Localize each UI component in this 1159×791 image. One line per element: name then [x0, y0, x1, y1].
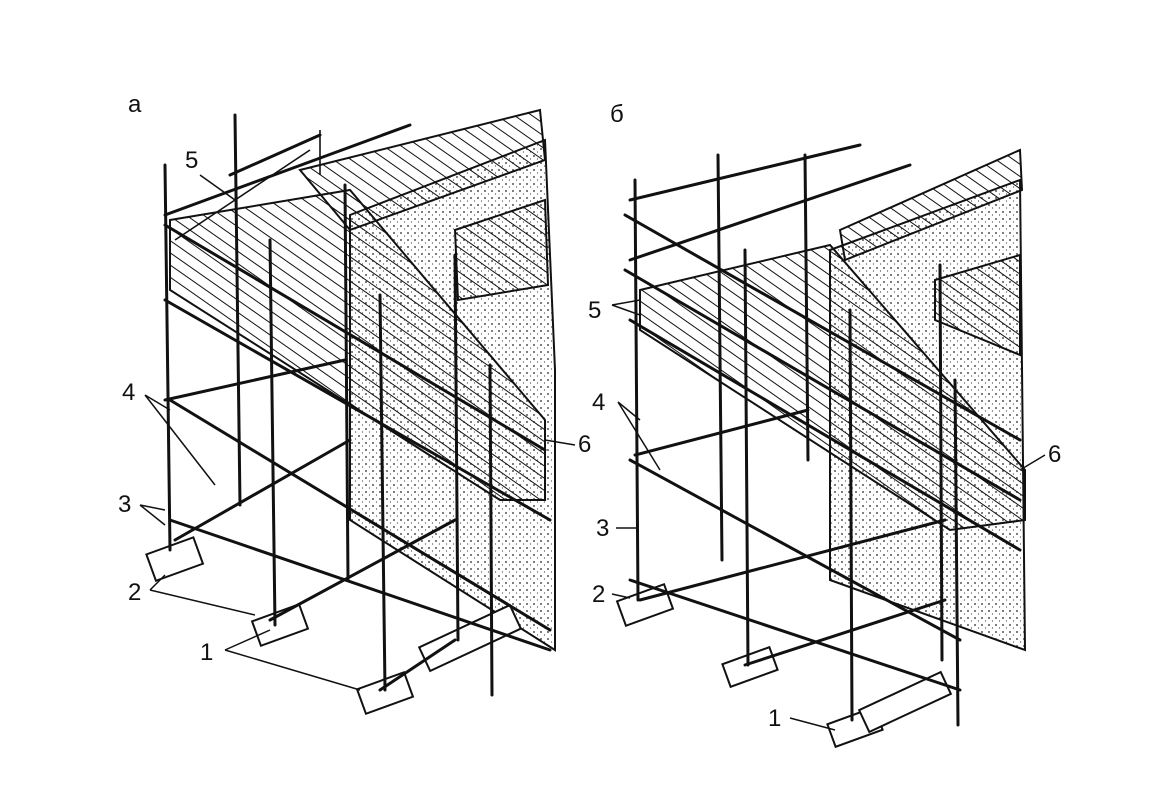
label-a-6: 6	[578, 431, 591, 458]
label-b-6: 6	[1048, 441, 1061, 468]
label-b-2: 2	[592, 581, 605, 608]
panel-a: а 5 4 3 2 1 6	[118, 91, 591, 716]
panel-title-b: б	[610, 101, 624, 128]
base-board-b4	[857, 670, 953, 734]
label-b-5: 5	[588, 297, 601, 324]
label-a-2: 2	[128, 579, 141, 606]
label-b-1: 1	[768, 705, 781, 732]
label-b-4: 4	[592, 389, 605, 416]
panel-title-a: а	[128, 91, 142, 118]
base-board-a1	[145, 536, 205, 583]
base-board-a4	[417, 603, 523, 673]
label-a-5: 5	[185, 147, 198, 174]
label-b-3: 3	[596, 515, 609, 542]
deck-a	[169, 188, 546, 501]
deck-b	[639, 243, 1026, 532]
base-board-a2	[250, 602, 310, 648]
base-board-b2	[721, 645, 779, 689]
wall-notch-a	[453, 198, 550, 302]
panel-b: б 5 4 3 2 1 6	[588, 101, 1061, 749]
label-a-4: 4	[122, 379, 135, 406]
wall-top-b	[838, 148, 1024, 262]
wall-notch-b	[934, 253, 1021, 357]
label-a-1: 1	[200, 639, 213, 666]
base-board-a3	[355, 670, 415, 716]
label-a-3: 3	[118, 491, 131, 518]
